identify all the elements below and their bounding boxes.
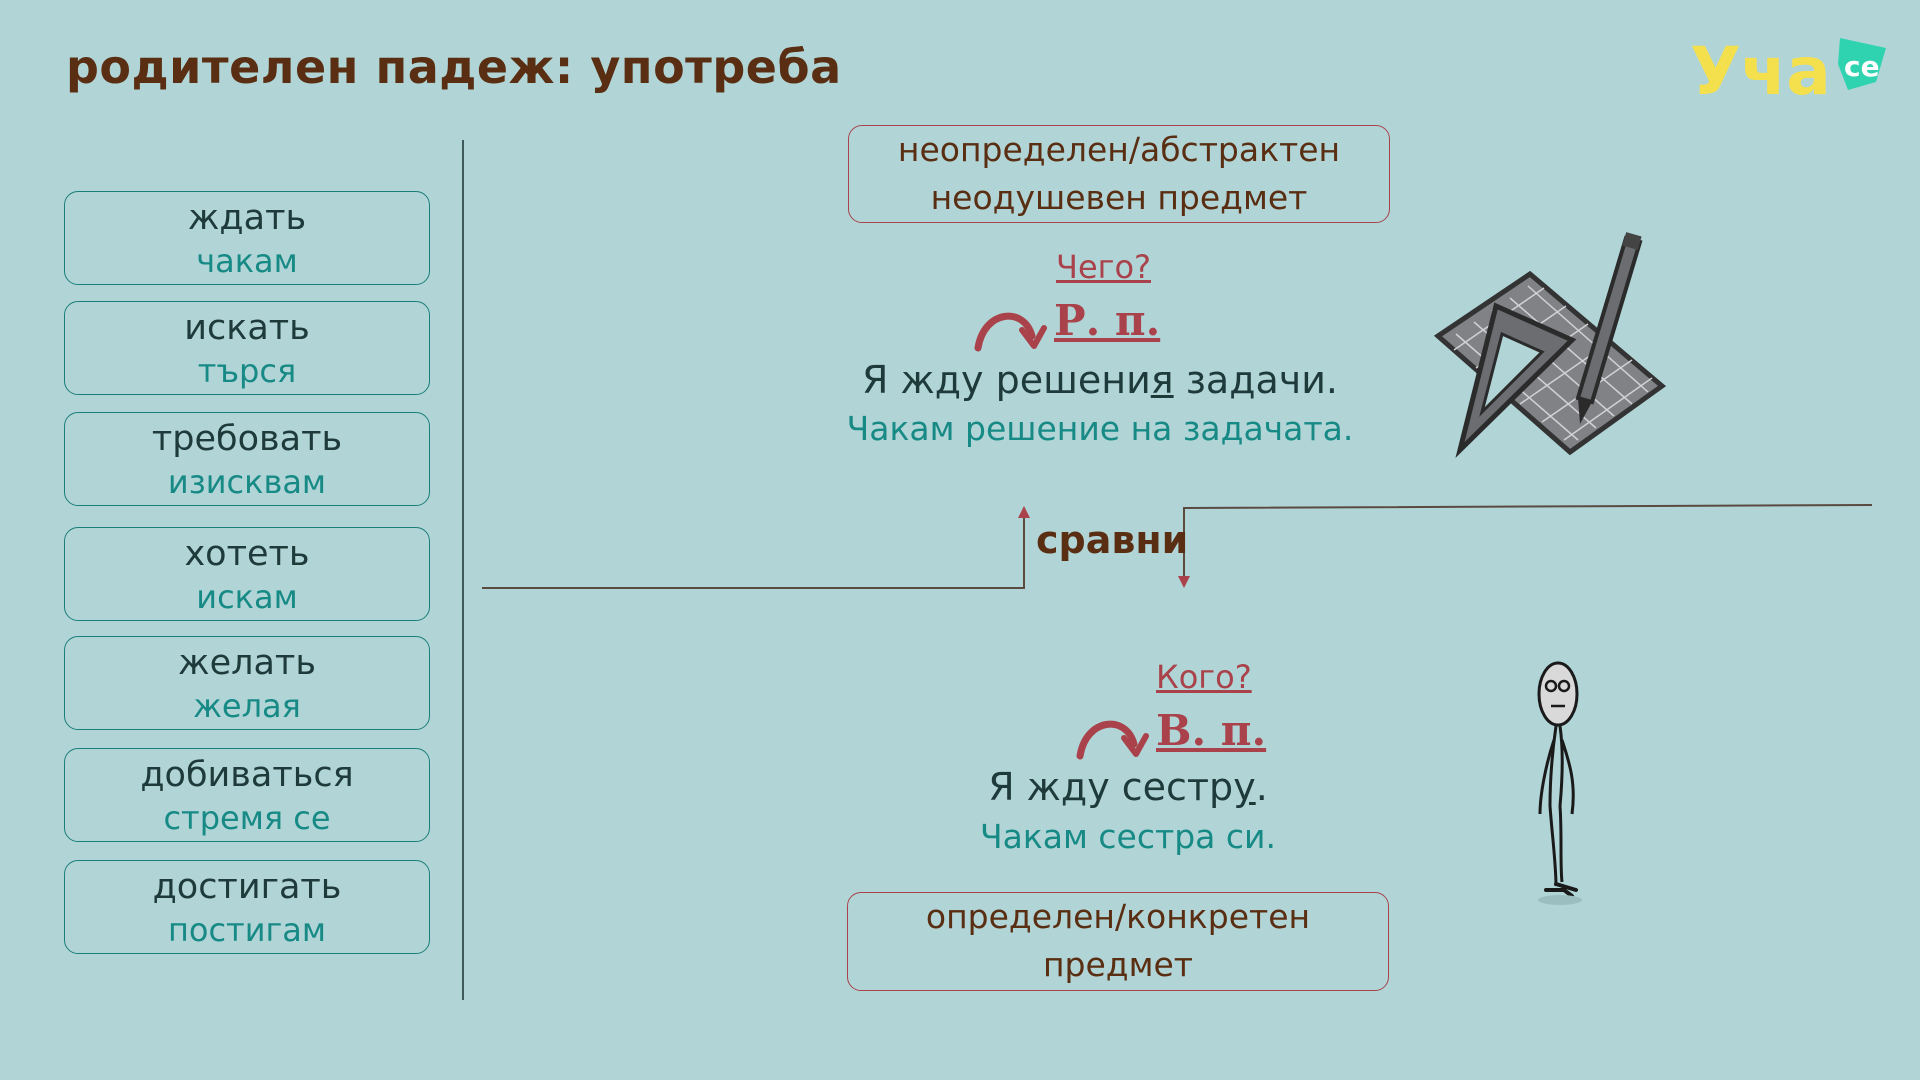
accusative-description-line2: предмет	[1042, 945, 1194, 984]
genitive-ending: я	[1150, 358, 1174, 402]
genitive-question: Чего?	[1056, 248, 1151, 286]
accusative-sentence-end: .	[1255, 765, 1268, 809]
genitive-description-line1: неопределен/абстрактен	[897, 130, 1341, 169]
accusative-description-box: определен/конкретен предмет	[847, 892, 1389, 991]
accusative-question: Кого?	[1156, 658, 1252, 696]
logo-badge	[1838, 38, 1886, 90]
compare-label: сравни	[1036, 518, 1189, 562]
accusative-case-label: В. п.	[1156, 706, 1267, 755]
accusative-arrow-icon	[1076, 720, 1149, 760]
verb-bulgarian: искам	[196, 578, 298, 616]
verb-bulgarian: изисквам	[167, 463, 327, 501]
ruler-pencil-icon	[1433, 232, 1667, 458]
accusative-ending: у	[1233, 765, 1256, 809]
genitive-case-label: Р. п.	[1054, 296, 1161, 345]
verb-bulgarian: желая	[193, 687, 301, 725]
verb-card: достигать постигам	[64, 860, 430, 954]
genitive-sentence: Я жду решения задачи.	[820, 358, 1380, 402]
accusative-sentence: Я жду сестру.	[848, 765, 1408, 809]
accusative-sentence-start: Я жду сестр	[988, 765, 1234, 809]
verb-card: желать желая	[64, 636, 430, 730]
genitive-sentence-start: Я жду решени	[862, 358, 1151, 402]
verb-card: хотеть искам	[64, 527, 430, 621]
logo-badge-text: се	[1844, 50, 1880, 83]
verb-bulgarian: стремя се	[163, 799, 331, 837]
verb-card: требовать изисквам	[64, 412, 430, 506]
verb-russian: достигать	[152, 867, 342, 907]
genitive-translation: Чакам решение на задачата.	[846, 409, 1354, 448]
page-title: родителен падеж: употреба	[66, 40, 842, 94]
verb-card: искать търся	[64, 301, 430, 395]
verb-russian: хотеть	[184, 534, 310, 574]
verb-russian: требовать	[151, 419, 343, 459]
genitive-arrow-icon	[974, 312, 1047, 352]
verb-card: ждать чакам	[64, 191, 430, 285]
genitive-sentence-end: задачи.	[1173, 358, 1338, 402]
logo: Уча се	[1690, 33, 1886, 110]
genitive-description-box: неопределен/абстрактен неодушевен предме…	[848, 125, 1390, 223]
verb-bulgarian: търся	[197, 352, 297, 390]
accusative-translation: Чакам сестра си.	[980, 817, 1276, 856]
verb-russian: добиваться	[140, 755, 354, 795]
logo-text: Уча	[1690, 33, 1831, 110]
accusative-description-line1: определен/конкретен	[925, 897, 1311, 936]
verb-russian: желать	[178, 643, 316, 683]
verb-russian: ждать	[187, 198, 307, 238]
verb-bulgarian: постигам	[167, 911, 327, 949]
genitive-description-line2: неодушевен предмет	[930, 178, 1308, 217]
verb-russian: искать	[184, 308, 310, 348]
stick-figure-icon	[1537, 661, 1582, 905]
vertical-divider	[462, 140, 464, 1000]
verb-card: добиваться стремя се	[64, 748, 430, 842]
verb-bulgarian: чакам	[196, 242, 298, 280]
